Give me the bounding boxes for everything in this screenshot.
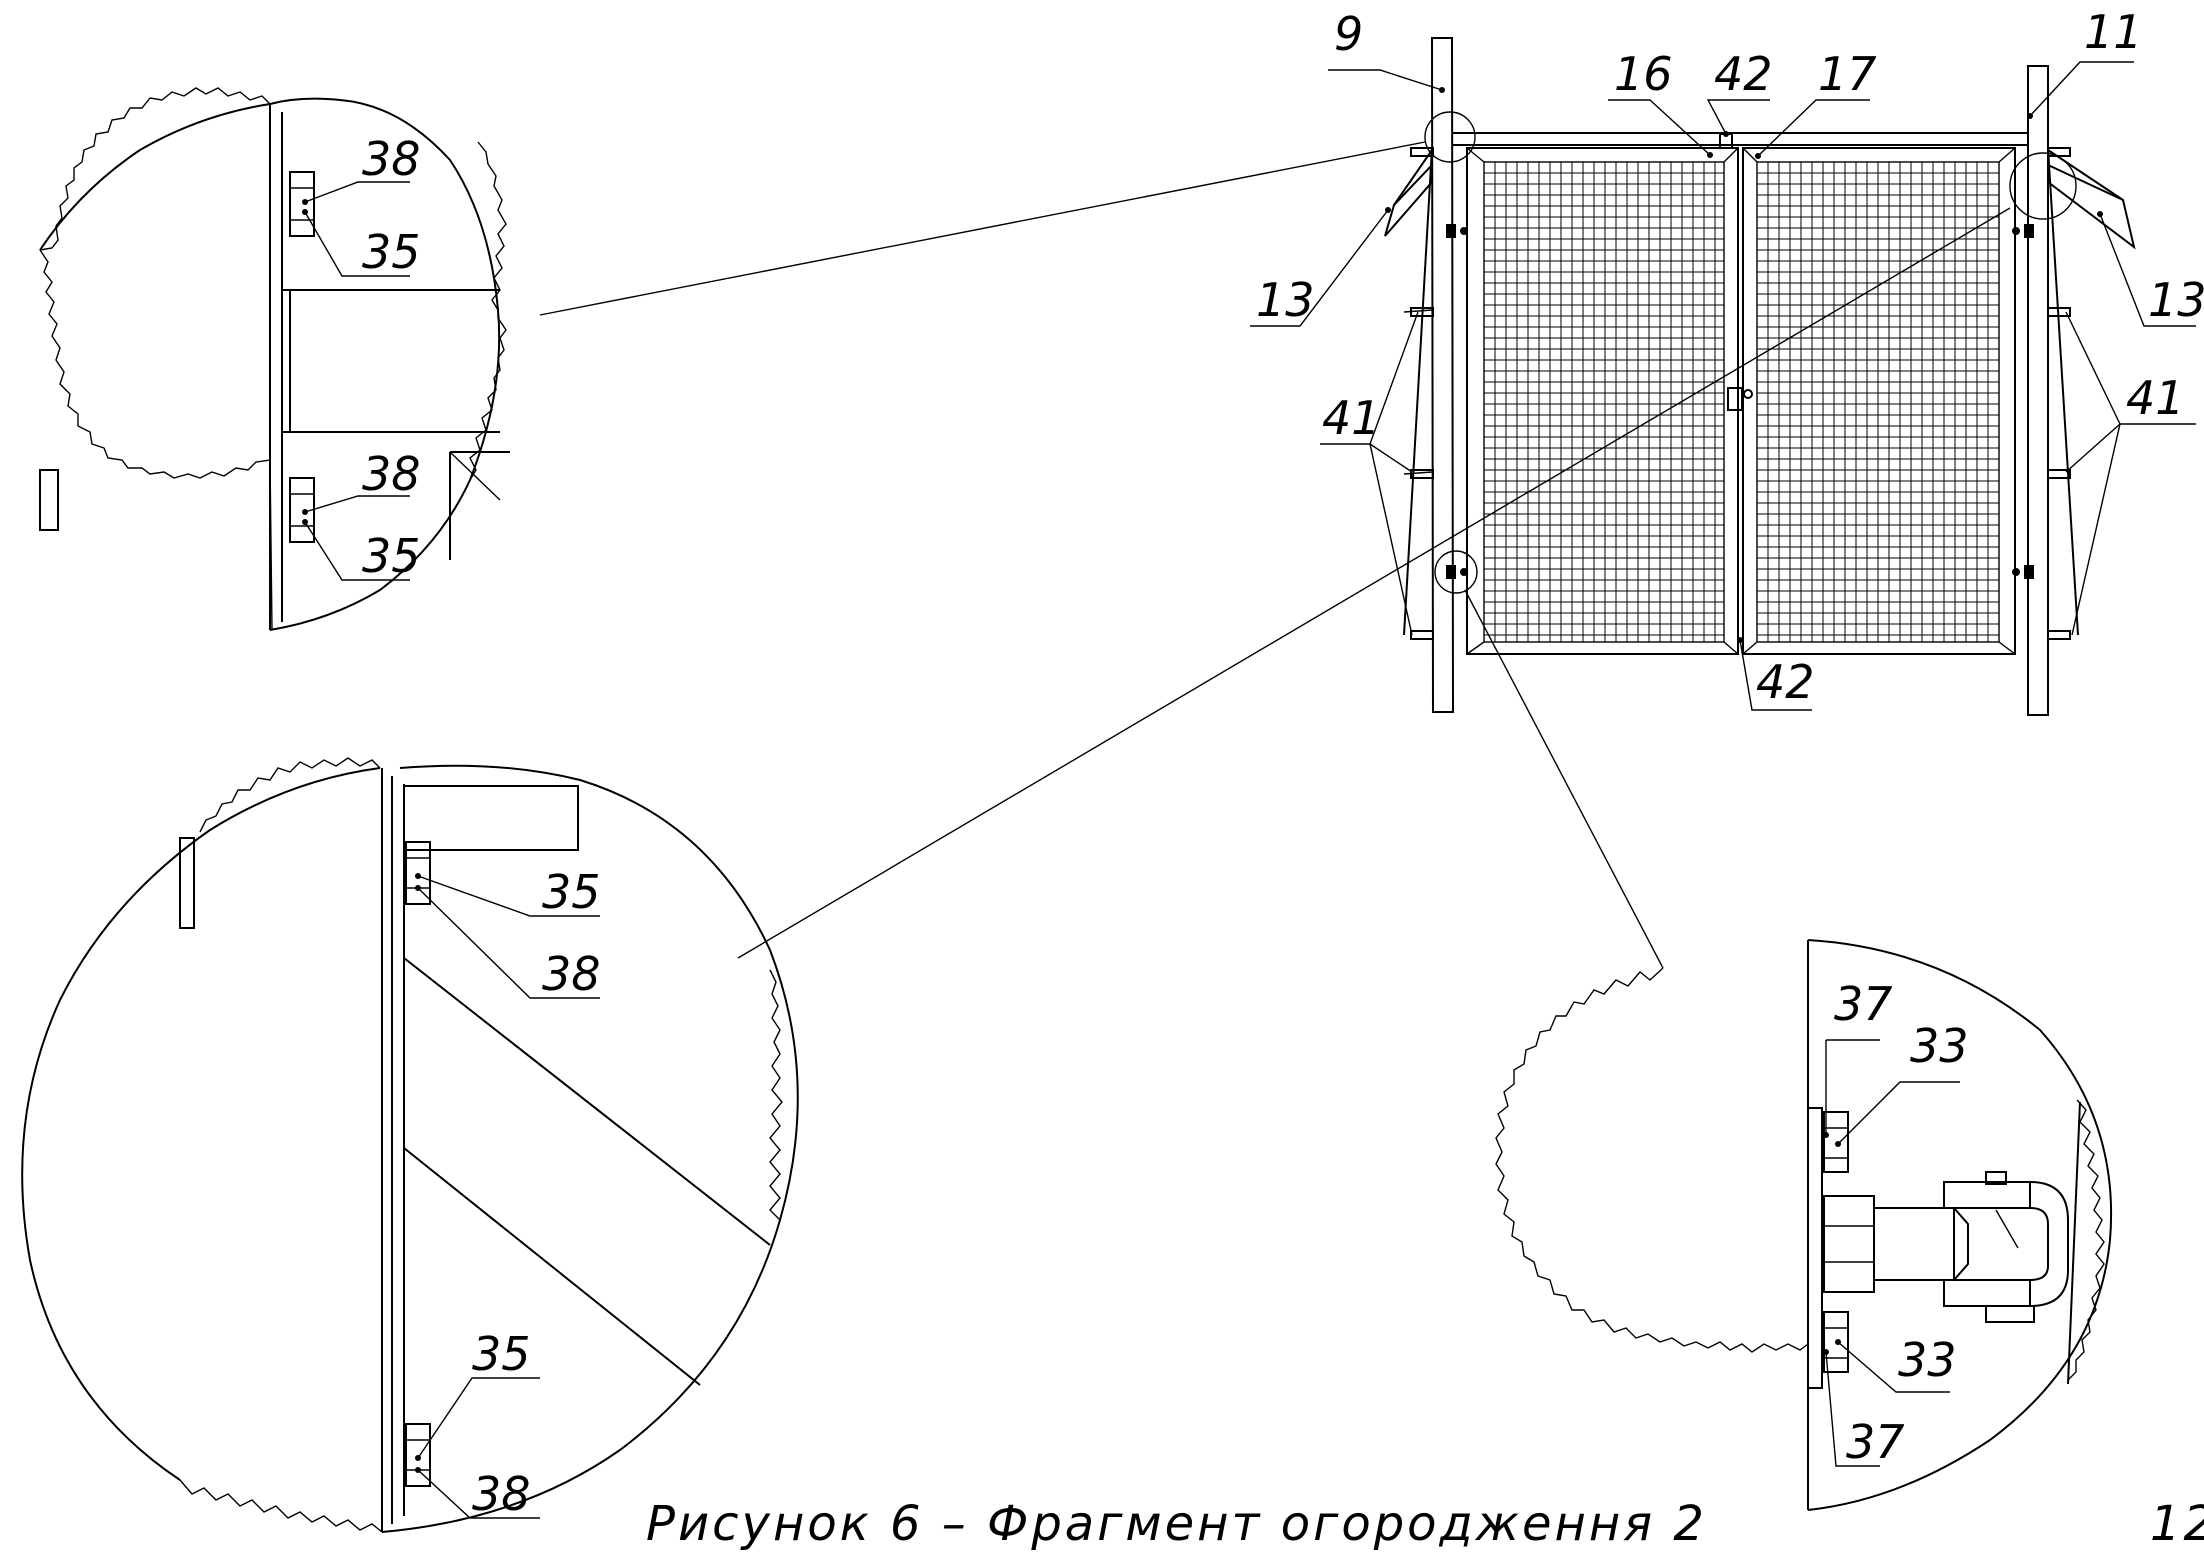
left-gate-leaf: [1466, 147, 1739, 655]
right-post: [2027, 65, 2049, 716]
callout-35-top: 35: [542, 865, 601, 919]
gate-assembly-view: [1384, 37, 2136, 716]
hinge-mechanism: [1823, 1171, 2069, 1323]
bolt-top: [289, 171, 315, 237]
right-gate-leaf: [1742, 147, 2016, 655]
callout-16: 16: [1614, 47, 1673, 101]
detail-marker-top-left: [1424, 111, 1476, 163]
detail-connector-lines: [539, 141, 2011, 969]
main-view-callouts: 9 16 42 17 11 13 13 41 41: [1250, 5, 2204, 711]
callout-13-right: 13: [2148, 273, 2204, 327]
right-anchor-struts: [2047, 147, 2079, 640]
callout-33-bottom: 33: [1898, 1333, 1957, 1387]
left-post: [1430, 37, 1455, 713]
callout-38-bottom: 38: [362, 447, 421, 501]
left-diagonal-braces: [1384, 149, 1433, 237]
callout-41-right: 41: [2126, 371, 2185, 425]
left-anchor-struts: [1403, 147, 1434, 640]
callout-38-top: 38: [542, 947, 601, 1001]
callout-37-bottom: 37: [1846, 1415, 1905, 1469]
callout-17: 17: [1818, 47, 1877, 101]
callout-11: 11: [2084, 5, 2143, 59]
callout-35-top: 35: [362, 225, 421, 279]
callout-37-top: 37: [1834, 977, 1893, 1031]
callout-42-top: 42: [1714, 47, 1773, 101]
callout-33-top: 33: [1910, 1019, 1969, 1073]
page-number: 12: [2150, 1496, 2204, 1552]
bolt-top: [1823, 1111, 1849, 1173]
top-rail: [1452, 132, 2028, 146]
figure-caption: Рисунок 6 – Фрагмент огородження 2: [646, 1496, 1707, 1552]
hinges-right: [2012, 224, 2034, 579]
callout-13-left: 13: [1256, 273, 1315, 327]
hinges-left: [1446, 224, 1468, 579]
callout-35-bottom: 35: [362, 529, 421, 583]
detail-marker-top-right: [2009, 152, 2077, 220]
detail-view-middle-left: 35 38 35 38: [21, 757, 799, 1533]
bolt-bottom: [1823, 1311, 1849, 1373]
mesh-panel-left: [1483, 161, 1724, 642]
detail-view-hinge: 37 33 33 37: [1495, 939, 2113, 1511]
callout-41-left: 41: [1322, 391, 1381, 445]
center-latch: [1727, 387, 1753, 411]
right-diagonal-braces: [2047, 149, 2136, 250]
mesh-panel-right: [1756, 161, 2000, 642]
callout-35-bottom: 35: [472, 1327, 531, 1381]
detail-marker-hinge: [1434, 550, 1478, 594]
callout-38-bottom: 38: [472, 1467, 531, 1521]
callout-38-top: 38: [362, 132, 421, 186]
detail-view-top-left: 38 35 38 35: [39, 87, 510, 631]
callout-42-bottom: 42: [1756, 655, 1815, 709]
callout-9: 9: [1334, 7, 1363, 61]
